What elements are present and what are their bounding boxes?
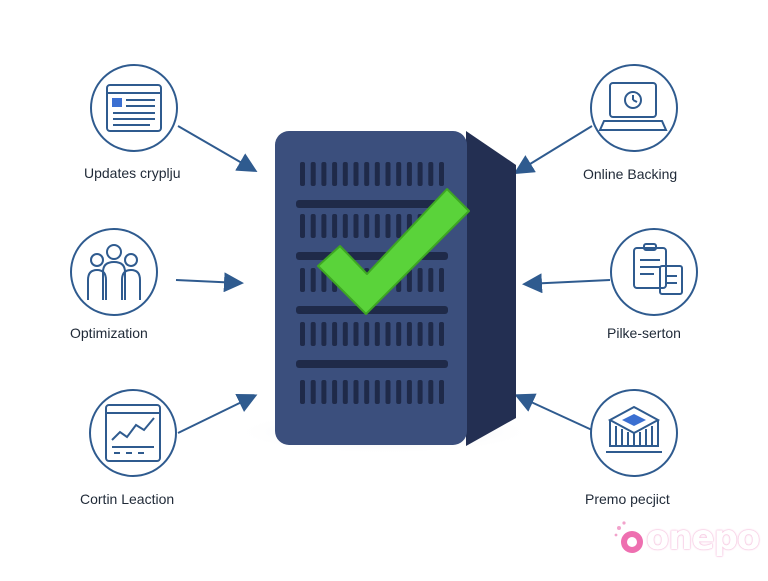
- server-vent-slot: [353, 322, 359, 346]
- label-optimization: Optimization: [70, 325, 148, 341]
- server-vent-slot: [332, 214, 338, 238]
- arrow-premo: [514, 393, 593, 431]
- browser-window-icon: [106, 84, 162, 132]
- arrow-updates: [177, 125, 258, 173]
- server-vent-slot: [353, 380, 359, 404]
- server-vent-slot: [364, 322, 370, 346]
- server-vent-slot: [385, 162, 391, 186]
- server-vent-slot: [364, 380, 370, 404]
- documents-clipboard-icon: [633, 243, 683, 295]
- node-premo[interactable]: [590, 389, 678, 477]
- server-vent-slot: [300, 322, 305, 346]
- server-vent-slot: [417, 380, 423, 404]
- server-vent-slot: [310, 380, 316, 404]
- arrow-backing: [513, 125, 593, 175]
- arrow-optimization: [175, 272, 244, 293]
- server-vent-slot: [300, 214, 305, 238]
- server-vent-slot: [439, 380, 444, 404]
- laptop-clock-icon: [598, 82, 668, 131]
- server-vent-slot: [385, 322, 391, 346]
- arrow-pilke: [522, 273, 611, 294]
- server-vent-slot: [342, 214, 348, 238]
- server-side: [466, 131, 516, 446]
- server-vent-slot: [385, 214, 391, 238]
- server-vent-slot: [342, 322, 348, 346]
- server-vent-slot: [417, 162, 423, 186]
- server-vent-slot: [321, 214, 327, 238]
- node-pilke[interactable]: [610, 228, 698, 316]
- label-pilke: Pilke-serton: [607, 325, 681, 341]
- watermark-logo: onepo: [612, 516, 762, 564]
- node-optimization[interactable]: [70, 228, 158, 316]
- server-vent-slot: [310, 214, 316, 238]
- server-vent-slot: [406, 322, 412, 346]
- node-updates[interactable]: [90, 64, 178, 152]
- server-vent-slot: [353, 214, 359, 238]
- server-vent-slot: [439, 268, 444, 292]
- server-vent-slot: [300, 268, 305, 292]
- label-updates: Updates cryplju: [84, 165, 181, 181]
- server-vent-slot: [396, 322, 402, 346]
- server-vent-slot: [310, 322, 316, 346]
- watermark-dots-icon: [614, 521, 643, 553]
- server-vent-slot: [300, 380, 305, 404]
- server-vent-slot: [310, 162, 316, 186]
- server-vent-slot: [374, 322, 380, 346]
- server-vent-slot: [428, 380, 434, 404]
- checkmark: [317, 188, 470, 315]
- server-vent-slot: [396, 214, 402, 238]
- chip-processor-icon: [606, 405, 662, 453]
- server-vent-slot: [417, 322, 423, 346]
- connector-arrows: [175, 125, 611, 434]
- node-cortin[interactable]: [89, 389, 177, 477]
- server-vent-slot: [310, 268, 316, 292]
- node-backing[interactable]: [590, 64, 678, 152]
- server-vent-slot: [321, 322, 327, 346]
- server-vent-slot: [396, 162, 402, 186]
- server-vent-slot: [428, 322, 434, 346]
- server-vent-slot: [417, 268, 423, 292]
- server-vent-slot: [364, 214, 370, 238]
- label-cortin: Cortin Leaction: [80, 491, 175, 507]
- server-vent-slot: [374, 162, 380, 186]
- server-vent-slot: [364, 162, 370, 186]
- server-vent-slot: [406, 380, 412, 404]
- team-people-icon: [87, 244, 141, 300]
- server-vent-slot: [396, 380, 402, 404]
- server-checkmark-icon: [275, 131, 516, 446]
- server-vent-slot: [406, 268, 412, 292]
- server-divider: [296, 360, 448, 368]
- analytics-chart-icon: [105, 404, 161, 462]
- server-vent-slot: [439, 162, 444, 186]
- server-vent-slot: [439, 322, 444, 346]
- arrow-cortin: [177, 394, 258, 434]
- server-divider: [296, 306, 448, 314]
- server-vent-slot: [332, 380, 338, 404]
- server-vent-slot: [321, 162, 327, 186]
- server-vent-slot: [374, 214, 380, 238]
- label-backing: Online Backing: [583, 166, 678, 182]
- server-vent-slot: [332, 322, 338, 346]
- server-vent-slot: [321, 380, 327, 404]
- server-vent-slot: [342, 162, 348, 186]
- server-vent-slot: [332, 162, 338, 186]
- watermark-text: onepo: [646, 518, 760, 558]
- server-vent-slot: [406, 162, 412, 186]
- server-vent-slot: [385, 380, 391, 404]
- server-vent-slot: [428, 162, 434, 186]
- label-premo: Premo pecjict: [585, 491, 670, 507]
- server-vent-slot: [374, 380, 380, 404]
- server-vent-slot: [428, 268, 434, 292]
- server-vent-slot: [300, 162, 305, 186]
- server-vent-slot: [342, 380, 348, 404]
- server-divider: [296, 200, 448, 208]
- server-vent-slot: [353, 162, 359, 186]
